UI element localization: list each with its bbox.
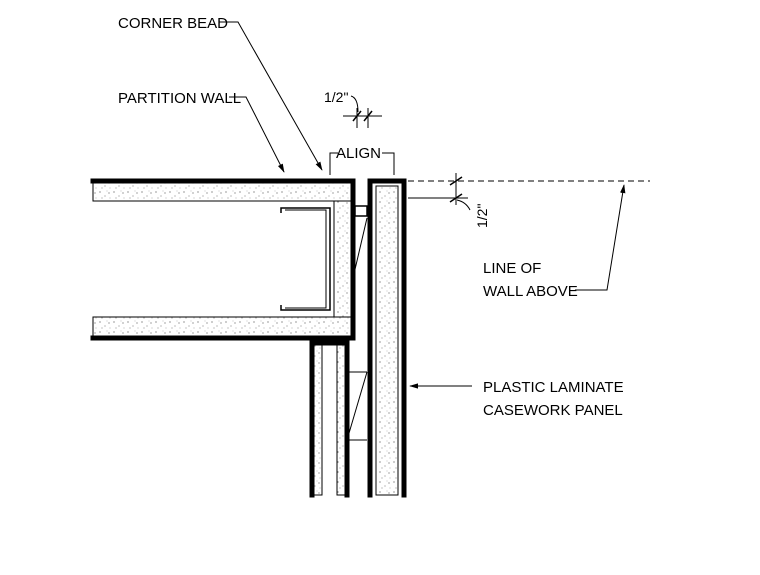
lower-wall-cap <box>309 340 350 498</box>
dim-top-leader <box>350 95 359 113</box>
partition-wall-label: PARTITION WALL <box>118 90 241 107</box>
lower-wall-brace <box>346 371 368 441</box>
line-of-wall-above-label-1: LINE OF <box>483 260 541 277</box>
casework-label-1: PLASTIC LAMINATE <box>483 379 624 396</box>
dim-right-label: 1/2" <box>474 204 490 228</box>
metal-stud-inner <box>285 209 327 309</box>
line-of-wall-above-leader <box>575 184 626 291</box>
corner-bead-label: CORNER BEAD <box>118 15 228 32</box>
dim-right-tick-2 <box>449 193 463 203</box>
partition-wall-top-gypsum <box>92 182 354 202</box>
dim-top-label: 1/2" <box>324 89 348 105</box>
dim-top-tick-1 <box>352 110 362 122</box>
casework-panel-outline <box>367 178 407 498</box>
partition-wall-bottom-gypsum <box>92 316 354 337</box>
partition-wall-leader <box>229 96 285 173</box>
align-label: ALIGN <box>336 145 381 162</box>
blocking <box>354 205 368 217</box>
casework-label-2: CASEWORK PANEL <box>483 402 623 419</box>
line-of-wall-above-label-2: WALL ABOVE <box>483 283 578 300</box>
dim-top-tick-2 <box>363 110 373 122</box>
casework-panel-core <box>375 185 399 496</box>
metal-stud <box>280 207 331 311</box>
corner-bead-outline <box>90 178 356 341</box>
align-bracket <box>329 152 395 175</box>
corner-bead-leader <box>219 21 323 171</box>
blocking-brace <box>352 217 368 279</box>
dim-right-tick-1 <box>449 176 463 186</box>
partition-wall-end-gypsum <box>333 200 354 318</box>
dim-right-leader <box>456 199 471 211</box>
